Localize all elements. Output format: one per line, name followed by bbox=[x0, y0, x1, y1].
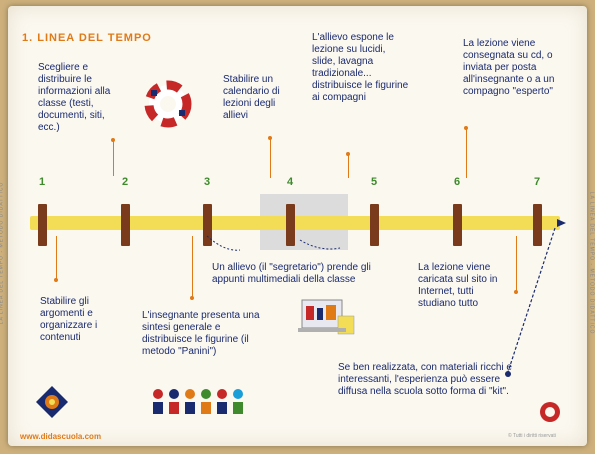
note-bottom-1: Stabilire gli argomenti e organizzare i … bbox=[40, 296, 98, 343]
connector-dot bbox=[346, 152, 350, 156]
timeline-tick bbox=[453, 204, 462, 246]
connector-dot bbox=[268, 136, 272, 140]
timeline-tick bbox=[286, 204, 295, 246]
logo-emblem-icon bbox=[36, 386, 68, 418]
footer-url[interactable]: www.didascuola.com bbox=[20, 432, 102, 441]
note-bottom-5: La lezione viene caricata sul sito in In… bbox=[418, 262, 498, 309]
connector-line bbox=[466, 128, 467, 178]
connector-line bbox=[270, 138, 271, 178]
note-bottom-6: Se ben realizzata, con materiali ricchi … bbox=[338, 362, 512, 397]
step-number: 5 bbox=[370, 176, 378, 188]
connector-dot bbox=[111, 138, 115, 142]
side-label-left: LA LINEA DEL TEMPO - METODO DIDATTICO bbox=[0, 181, 5, 325]
step-number: 4 bbox=[286, 176, 294, 188]
connector-line bbox=[56, 236, 57, 280]
laptop-icon bbox=[298, 299, 355, 335]
step-number: 3 bbox=[203, 176, 211, 188]
note-step-6: La lezione viene consegnata su cd, o inv… bbox=[463, 38, 555, 97]
connector-line bbox=[192, 236, 193, 298]
step-number: 6 bbox=[453, 176, 461, 188]
timeline-tick bbox=[38, 204, 47, 246]
timeline-bar bbox=[30, 216, 560, 230]
connector-dot bbox=[464, 126, 468, 130]
note-step-1: Scegliere e distribuire le informazioni … bbox=[38, 62, 111, 133]
note-step-4: L'allievo espone le lezione su lucidi, s… bbox=[312, 32, 409, 103]
connector-dot bbox=[54, 278, 58, 282]
timeline-tick bbox=[121, 204, 130, 246]
note-step-3: Stabilire un calendario di lezioni degli… bbox=[223, 74, 280, 121]
connector-dot bbox=[190, 296, 194, 300]
timeline-tick bbox=[203, 204, 212, 246]
timeline-arrow-icon bbox=[557, 219, 566, 227]
connector-line bbox=[516, 236, 517, 292]
connector-line bbox=[348, 154, 349, 178]
step-number: 2 bbox=[121, 176, 129, 188]
connector-line bbox=[113, 140, 114, 176]
connector-dot bbox=[514, 290, 518, 294]
step-number: 7 bbox=[533, 176, 541, 188]
footer-credit: © Tutti i diritti riservati bbox=[508, 433, 556, 439]
note-bottom-3: Un allievo (il "segretario") prende gli … bbox=[212, 262, 371, 285]
stamp-icon bbox=[540, 402, 560, 422]
note-bottom-2: L'insegnante presenta una sintesi genera… bbox=[142, 310, 260, 357]
timeline-tick bbox=[370, 204, 379, 246]
step-number: 1 bbox=[38, 176, 46, 188]
life-ring-icon bbox=[144, 80, 192, 128]
figurines-icon bbox=[153, 389, 243, 414]
side-label-right: LA LINEA DEL TEMPO - METODO DIDATTICO bbox=[588, 191, 595, 335]
timeline-tick bbox=[533, 204, 542, 246]
page-title: 1. LINEA DEL TEMPO bbox=[22, 32, 152, 44]
